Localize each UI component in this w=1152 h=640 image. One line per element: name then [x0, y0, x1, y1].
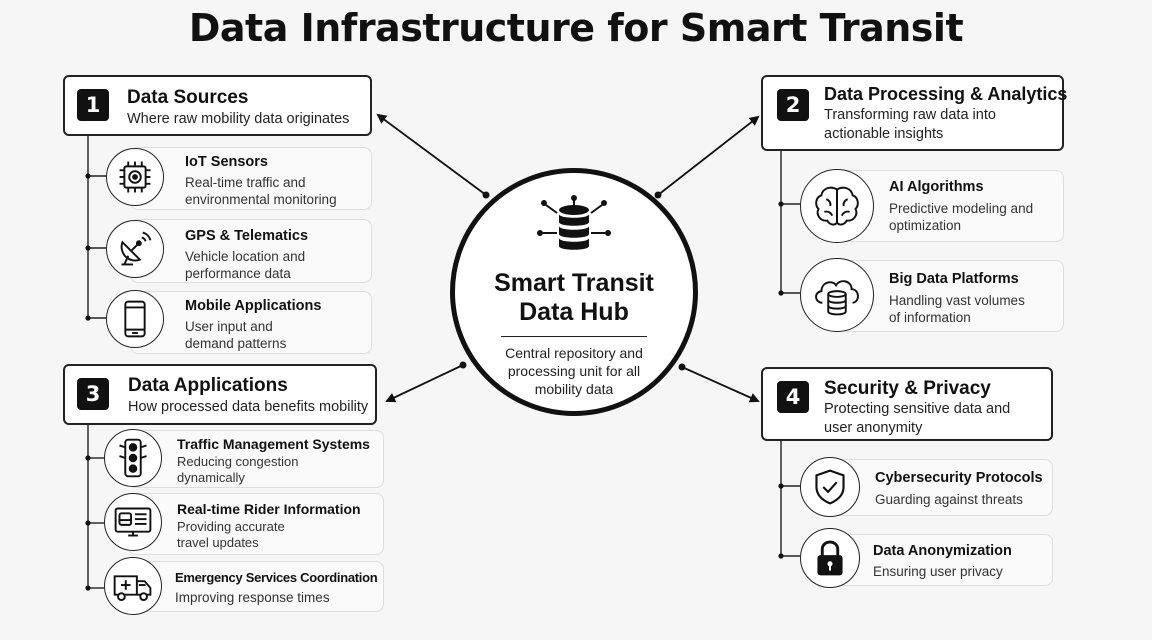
card-title: Big Data Platforms — [889, 271, 1019, 287]
section-number: 2 — [777, 89, 809, 121]
section-number: 3 — [77, 378, 109, 410]
card-title: Mobile Applications — [185, 298, 322, 314]
brain-icon — [800, 169, 874, 243]
traffic-light-icon — [104, 429, 162, 487]
arrow-to-data-processing — [657, 115, 760, 196]
page-title: Data Infrastructure for Smart Transit — [188, 6, 964, 50]
section-subtitle: Protecting sensitive data and user anony… — [824, 401, 1011, 436]
card-traffic-management: Traffic Management Systems Reducing cong… — [128, 430, 384, 488]
arrow-to-security-privacy — [681, 366, 760, 403]
card-cybersecurity: Cybersecurity Protocols Guarding against… — [826, 459, 1053, 516]
section-title: Data Processing & Analytics — [824, 84, 1068, 104]
card-emergency-services: Emergency Services Coordination Improvin… — [128, 561, 384, 612]
card-iot-sensors: IoT Sensors Real-time traffic and enviro… — [130, 147, 372, 210]
cloud-database-icon — [800, 258, 874, 332]
hub-divider — [501, 336, 647, 337]
section-header-data-processing: 2 Data Processing & Analytics Transformi… — [761, 75, 1068, 151]
arrow-to-data-applications — [385, 364, 464, 403]
section-title: Data Sources — [127, 87, 249, 108]
satellite-dish-icon — [106, 220, 164, 278]
hub-description: Central repository and processing unit f… — [505, 345, 643, 397]
arrow-to-data-sources — [376, 113, 487, 196]
smart-transit-data-hub: Smart Transit Data Hub Central repositor… — [450, 168, 698, 416]
card-rider-information: Real-time Rider Information Providing ac… — [128, 493, 384, 555]
card-title: Data Anonymization — [873, 543, 1012, 559]
section-header-data-applications: 3 Data Applications How processed data b… — [63, 364, 377, 425]
chip-sensor-icon — [106, 148, 164, 206]
bus-display-icon — [104, 493, 162, 551]
section-header-data-sources: 1 Data Sources Where raw mobility data o… — [63, 75, 372, 136]
section-number: 4 — [777, 381, 809, 413]
card-desc: Reducing congestion dynamically — [177, 454, 299, 485]
card-desc: Improving response times — [175, 590, 330, 605]
padlock-icon — [800, 528, 860, 588]
card-desc: Vehicle location and performance data — [185, 249, 306, 281]
card-desc: Guarding against threats — [875, 492, 1023, 507]
card-title: Emergency Services Coordination — [175, 570, 378, 585]
section-subtitle: Transforming raw data into actionable in… — [824, 107, 996, 142]
shield-check-icon — [800, 457, 860, 517]
hub-title: Smart Transit Data Hub — [494, 269, 654, 326]
card-mobile-applications: Mobile Applications User input and deman… — [130, 291, 372, 354]
database-icon — [537, 195, 611, 250]
section-title: Data Applications — [128, 375, 288, 396]
card-title: GPS & Telematics — [185, 228, 309, 244]
card-title: Traffic Management Systems — [177, 436, 370, 452]
section-title: Security & Privacy — [824, 378, 991, 399]
card-data-anonymization: Data Anonymization Ensuring user privacy — [826, 534, 1053, 586]
card-title: Cybersecurity Protocols — [875, 470, 1043, 486]
card-title: AI Algorithms — [889, 179, 984, 195]
card-desc: User input and demand patterns — [185, 319, 287, 351]
card-desc: Ensuring user privacy — [873, 564, 1003, 579]
card-desc: Real-time traffic and environmental moni… — [185, 175, 337, 207]
card-desc: Handling vast volumes of information — [889, 293, 1025, 325]
section-header-security-privacy: 4 Security & Privacy Protecting sensitiv… — [761, 367, 1053, 441]
section-subtitle: How processed data benefits mobility — [128, 399, 369, 415]
card-title: IoT Sensors — [185, 154, 268, 170]
card-desc: Providing accurate travel updates — [177, 519, 285, 550]
card-desc: Predictive modeling and optimization — [889, 201, 1034, 233]
card-title: Real-time Rider Information — [177, 501, 361, 517]
section-number: 1 — [77, 89, 109, 121]
section-subtitle: Where raw mobility data originates — [127, 111, 350, 127]
ambulance-icon — [104, 557, 162, 615]
card-gps-telematics: GPS & Telematics Vehicle location and pe… — [130, 219, 372, 283]
smartphone-icon — [106, 290, 164, 348]
